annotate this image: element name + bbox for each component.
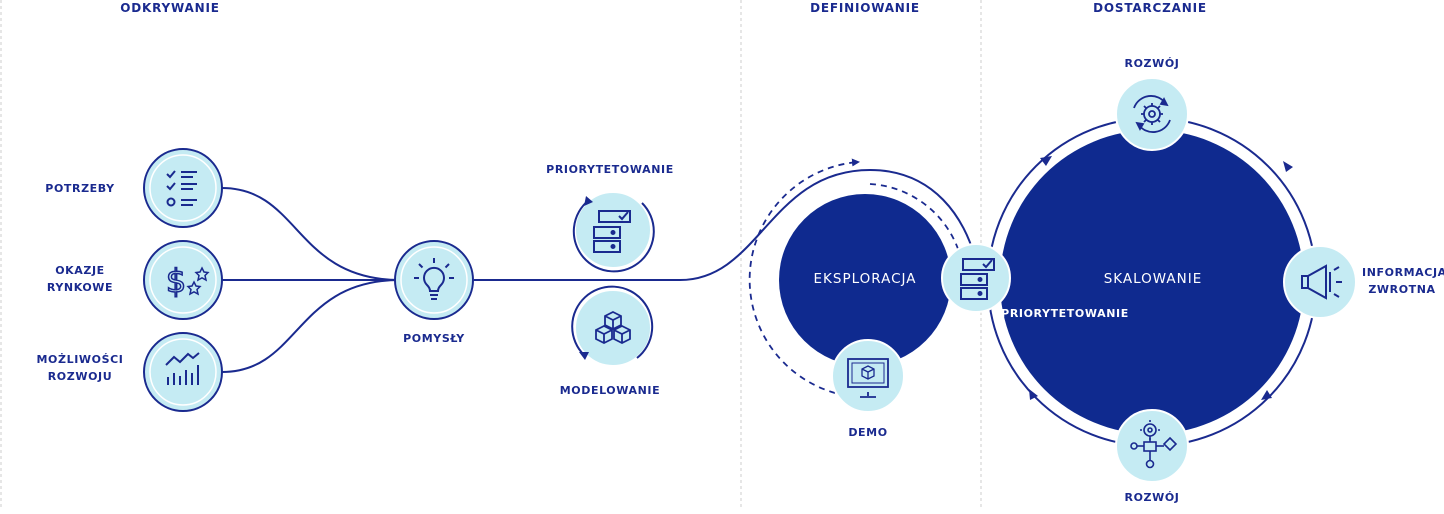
market-node[interactable] (143, 240, 223, 320)
lightbulb-icon (414, 258, 454, 300)
orbit-arrow-top-right (1283, 161, 1293, 172)
exploration-circle (779, 194, 951, 366)
priority-list-icon (593, 210, 631, 253)
prioritization-right-node[interactable] (941, 243, 1011, 313)
label-needs: POTRZEBY (45, 182, 115, 195)
scaling-circle (1000, 130, 1304, 434)
svg-text:$: $ (166, 262, 186, 300)
label-ideas: POMYSŁY (403, 332, 465, 345)
phase-heading-define: DEFINIOWANIE (810, 1, 920, 15)
development-bottom-node[interactable] (1115, 409, 1189, 483)
label-development-top: ROZWÓJ (1124, 57, 1180, 70)
development-top-node[interactable] (1115, 77, 1189, 151)
label-development-bottom: ROZWÓJ (1124, 491, 1180, 504)
exploration-orbit-dashed (748, 158, 860, 394)
dollar-stars-icon: $ (165, 261, 210, 301)
label-modeling: MODELOWANIE (559, 384, 661, 397)
label-market-opportunities: OKAZJE RYNKOWE (46, 264, 114, 294)
phase-heading-deliver: DOSTARCZANIE (1093, 1, 1207, 15)
label-scaling: SKALOWANIE (1103, 271, 1203, 287)
cubes-icon (595, 310, 631, 345)
monitor-cube-icon (847, 358, 889, 398)
label-exploration: EKSPLORACJA (813, 271, 917, 287)
feedback-node[interactable] (1283, 245, 1357, 319)
label-demo: DEMO (848, 426, 888, 439)
gear-cycle-icon (1133, 95, 1171, 133)
priority-list-right-icon (960, 258, 995, 300)
label-feedback: INFORMACJA ZWROTNA (1362, 266, 1444, 296)
label-prioritization: PRIORYTETOWANIE (546, 163, 674, 176)
growth-chart-icon (165, 352, 200, 385)
growth-node[interactable] (143, 332, 223, 412)
connector-needs (221, 187, 401, 281)
checklist-icon (166, 170, 197, 207)
ideas-node[interactable] (394, 240, 474, 320)
connector-growth (221, 279, 401, 373)
label-prioritization-right: PRIORYTETOWANIE (1001, 307, 1129, 320)
connector-main-flow (474, 168, 976, 281)
label-growth-opportunities: MOŻLIWOŚCI ROZWOJU (36, 353, 124, 383)
orbit-arrow-bottom-left (1029, 389, 1038, 400)
process-flow-icon (1130, 420, 1178, 469)
phase-heading-discover: ODKRYWANIE (120, 1, 220, 15)
orbit-arrow-top-left (1040, 156, 1052, 166)
megaphone-icon (1301, 264, 1342, 300)
orbit-arrow-bottom-right (1261, 390, 1272, 400)
